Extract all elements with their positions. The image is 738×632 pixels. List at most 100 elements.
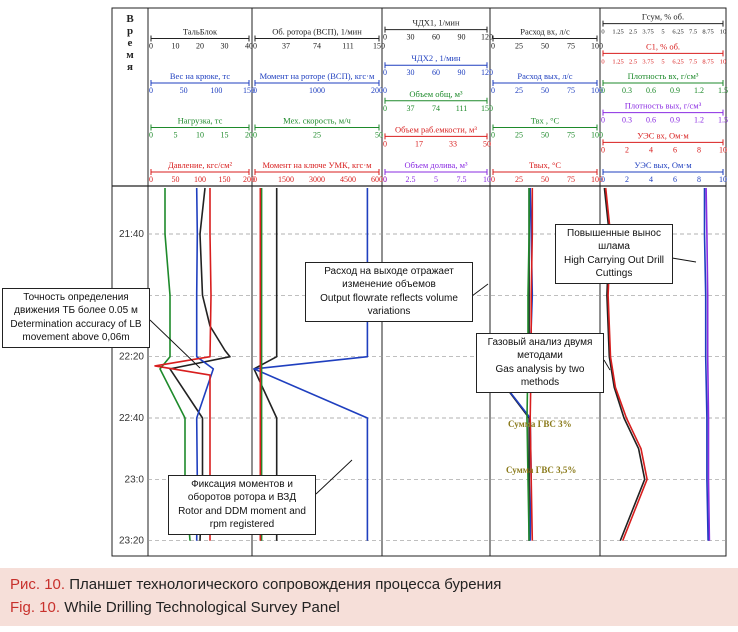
note-lb-accuracy: Точность определения движения ТБ более 0…	[2, 288, 150, 348]
scale-tick-label: 30	[221, 42, 229, 51]
note-gas-en: Gas analysis by two methods	[495, 364, 585, 388]
scale-tick-label: 5	[434, 175, 438, 184]
scale-tick-label: 15	[221, 131, 229, 140]
scale-name: УЭС вых, Ом·м	[634, 160, 692, 170]
scale-tick-label: 0	[253, 42, 257, 51]
scale-name: Расход вх, л/с	[520, 27, 570, 37]
scale-tick-label: 10	[719, 175, 727, 184]
scale-tick-label: 10	[719, 145, 727, 154]
scale-tick-label: 7.5	[689, 58, 697, 65]
series-line-5	[253, 188, 369, 541]
scale-tick-label: 0	[383, 68, 387, 77]
scale-tick-label: 111	[342, 42, 353, 51]
scale-tick-label: 2.5	[629, 58, 637, 65]
scale-tick-label: 0	[601, 86, 605, 95]
scale-tick-label: 100	[210, 86, 222, 95]
scale-tick-label: 25	[313, 131, 321, 140]
series-line-15	[703, 188, 709, 541]
scale-tick-label: 150	[481, 104, 493, 113]
scale-tick-label: 7.5	[457, 175, 467, 184]
scale-tick-label: 150	[219, 175, 231, 184]
scale-tick-label: 4	[649, 175, 653, 184]
scale-tick-label: 90	[458, 33, 466, 42]
scale-name: Плотность вых, г/см³	[625, 101, 702, 111]
scale-tick-label: 8.75	[702, 29, 713, 36]
scale-tick-label: 0.9	[670, 116, 680, 125]
scale-tick-label: 0	[149, 131, 153, 140]
scale-name: Твых, °С	[529, 160, 561, 170]
scale-tick-label: 0	[491, 131, 495, 140]
scale-name: Момент на ключе УМК, кгс·м	[262, 160, 372, 170]
scale-tick-label: 1.5	[718, 116, 728, 125]
note-cuttings: Повышенные вынос шлама High Carrying Out…	[555, 224, 673, 284]
scale-tick-label: 75	[567, 131, 575, 140]
scale-tick-label: 75	[567, 42, 575, 51]
scale-tick-label: 0	[253, 131, 257, 140]
time-tick-label: 22:20	[119, 352, 144, 363]
gas-sum-label-2: Сумма ГВС 3,5%	[506, 465, 576, 475]
scale-tick-label: 25	[515, 42, 523, 51]
scale-tick-label: 50	[541, 175, 549, 184]
scale-tick-label: 10	[196, 131, 204, 140]
scale-tick-label: 25	[515, 175, 523, 184]
scale-name: Твх , °С	[531, 116, 560, 126]
caption-ru-label: Рис. 10.	[10, 576, 66, 593]
scale-name: Вес на крюке, тс	[170, 71, 230, 81]
note-gas: Газовый анализ двумя методами Gas analys…	[476, 333, 604, 393]
note-lb-accuracy-en: Determination accuracy of LB movement ab…	[10, 319, 142, 343]
scale-tick-label: 0	[491, 175, 495, 184]
scale-tick-label: 0	[383, 175, 387, 184]
scale-tick-label: 20	[196, 42, 204, 51]
caption-en-text: While Drilling Technological Survey Pane…	[60, 599, 340, 616]
scale-name: Объем раб.емкости, м³	[395, 124, 477, 134]
scale-tick-label: 150	[373, 42, 385, 51]
scale-tick-label: 25	[515, 131, 523, 140]
caption-en: Fig. 10. While Drilling Technological Su…	[10, 599, 340, 616]
scale-name: Гсум, % об.	[642, 12, 684, 22]
note-cuttings-ru: Повышенные вынос шлама	[567, 228, 661, 252]
scale-tick-label: 100	[591, 86, 603, 95]
time-axis-title-char: В	[126, 13, 134, 25]
scale-tick-label: 1.25	[612, 29, 623, 36]
scale-tick-label: 75	[567, 175, 575, 184]
scale-tick-label: 120	[481, 33, 493, 42]
scale-tick-label: 10	[172, 42, 180, 51]
scale-tick-label: 4500	[340, 175, 356, 184]
scale-tick-label: 0	[601, 145, 605, 154]
scale-tick-label: 100	[591, 175, 603, 184]
scale-tick-label: 0	[491, 86, 495, 95]
scale-tick-label: 37	[282, 42, 290, 51]
scale-tick-label: 74	[432, 104, 440, 113]
scale-tick-label: 50	[180, 86, 188, 95]
scale-tick-label: 0.3	[622, 86, 632, 95]
scale-tick-label: 0.6	[646, 86, 656, 95]
scale-name: Плотность вх, г/см³	[628, 71, 699, 81]
scale-tick-label: 10	[720, 29, 727, 36]
note-cuttings-en: High Carrying Out Drill Cuttings	[563, 255, 665, 279]
scale-tick-label: 25	[515, 86, 523, 95]
time-tick-label: 21:40	[119, 229, 144, 240]
scale-name: Нагрузка, тс	[178, 116, 223, 126]
scale-tick-label: 3.75	[642, 29, 653, 36]
scale-tick-label: 30	[407, 68, 415, 77]
scale-tick-label: 1000	[309, 86, 325, 95]
scale-tick-label: 0	[601, 175, 605, 184]
scale-tick-label: 5	[174, 131, 178, 140]
scale-tick-label: 4	[649, 145, 653, 154]
scale-tick-label: 30	[407, 33, 415, 42]
scale-tick-label: 50	[541, 42, 549, 51]
series-line-2	[159, 188, 191, 541]
scale-name: Мех. скорость, м/ч	[283, 116, 351, 126]
note-flowrate-en: Output flowrate reflects volume variatio…	[320, 293, 458, 317]
series-line-1	[195, 187, 215, 541]
scale-tick-label: 2	[625, 175, 629, 184]
scale-tick-label: 0	[383, 33, 387, 42]
series-line-3	[154, 188, 212, 541]
leader-cuttings	[671, 257, 697, 263]
scale-tick-label: 6.25	[672, 29, 683, 36]
scale-tick-label: 1.2	[694, 86, 704, 95]
scale-name: Объем общ, м³	[409, 89, 463, 99]
caption-ru-text: Планшет технологического сопровождения п…	[65, 576, 502, 593]
scale-tick-label: 0	[601, 116, 605, 125]
time-axis-title-char: я	[127, 61, 133, 73]
